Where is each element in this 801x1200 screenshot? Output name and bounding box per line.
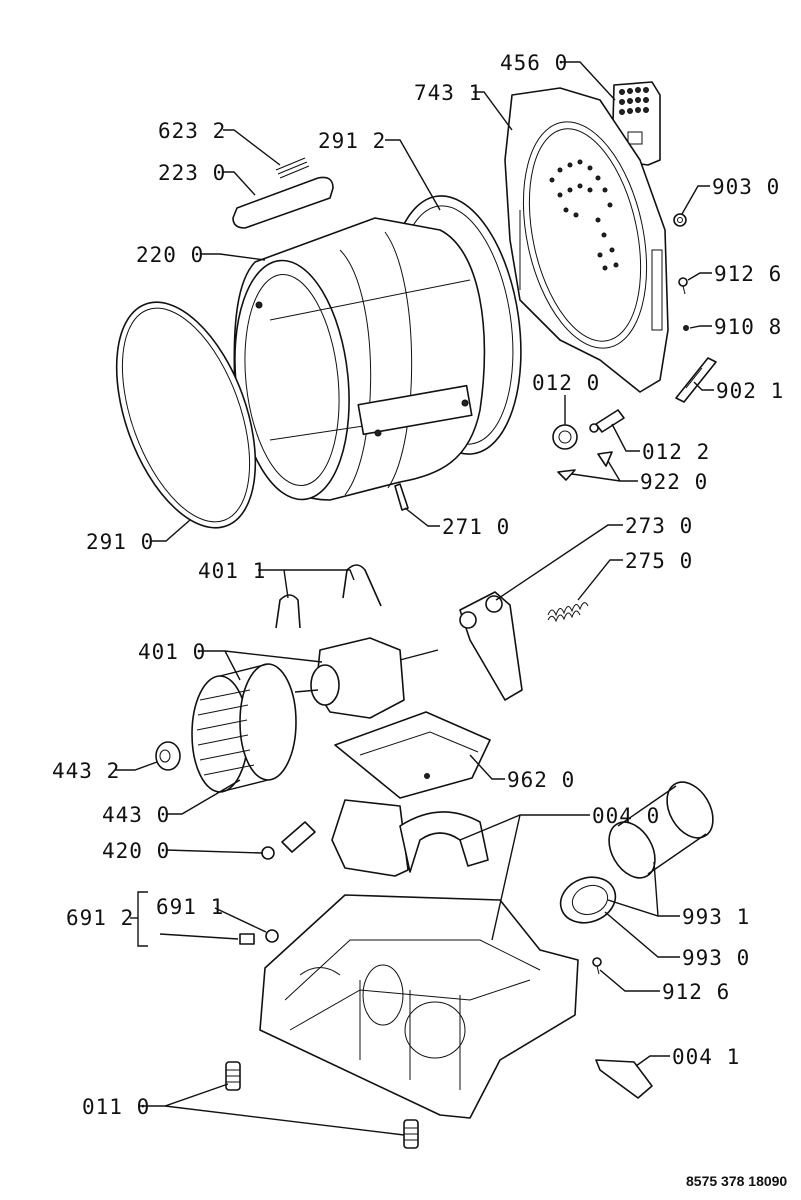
part-275-0-spring: [547, 602, 589, 623]
label-271-0: 271 0: [442, 515, 510, 539]
part-623-2-spring: [275, 157, 310, 179]
part-922-0-clips: [557, 451, 613, 481]
label-993-0: 993 0: [682, 946, 750, 970]
part-993-1-tube: [608, 781, 714, 879]
label-012-0: 012 0: [532, 371, 600, 395]
label-275-0: 275 0: [625, 549, 693, 573]
part-401-1-motor-clips: [275, 564, 382, 629]
label-912-6-a: 912 6: [714, 262, 782, 286]
part-420-0-sensor: [261, 821, 316, 860]
part-691-2-screw: [239, 933, 255, 945]
label-691-2: 691 2: [66, 906, 134, 930]
label-004-1: 004 1: [672, 1045, 740, 1069]
part-223-0-lifter: [232, 176, 334, 229]
part-220-0-drum: [233, 217, 486, 511]
label-420-0: 420 0: [102, 839, 170, 863]
label-902-1: 902 1: [716, 379, 784, 403]
part-004-0-duct: [331, 799, 489, 877]
part-962-0-shield: [334, 711, 491, 799]
label-291-2: 291 2: [318, 129, 386, 153]
part-912-6-screw-a: [678, 277, 688, 295]
part-273-0-idler-arm: [459, 591, 523, 701]
label-223-0: 223 0: [158, 161, 226, 185]
label-012-2: 012 2: [642, 440, 710, 464]
part-004-1-tray: [595, 1059, 653, 1099]
label-623-2: 623 2: [158, 119, 226, 143]
label-273-0: 273 0: [625, 514, 693, 538]
part-910-8-screw: [683, 325, 689, 331]
part-011-0-feet: [225, 1061, 419, 1149]
document-number: 8575 378 18090: [686, 1173, 787, 1189]
label-011-0: 011 0: [82, 1095, 150, 1119]
label-743-1: 743 1: [414, 81, 482, 105]
part-903-0-clip: [673, 213, 687, 227]
leader-lines: [115, 61, 714, 1136]
part-012-0-roller: [552, 424, 578, 450]
part-743-1-rear-panel: [504, 87, 669, 393]
label-993-1: 993 1: [682, 905, 750, 929]
label-910-8: 910 8: [714, 315, 782, 339]
label-456-0: 456 0: [500, 51, 568, 75]
label-922-0: 922 0: [640, 470, 708, 494]
label-291-0: 291 0: [86, 530, 154, 554]
part-993-0-ring: [559, 876, 617, 924]
part-443-0-blower-wheel: [191, 663, 297, 793]
part-labels: 456 0 743 1 623 2 291 2 223 0 903 0 220 …: [52, 51, 787, 1189]
part-base-pan: [259, 894, 579, 1119]
label-220-0: 220 0: [136, 243, 204, 267]
label-401-1: 401 1: [198, 559, 266, 583]
part-691-1-washer: [265, 929, 279, 943]
part-291-0-seal-front: [115, 301, 257, 529]
label-443-0: 443 0: [102, 803, 170, 827]
label-903-0: 903 0: [712, 175, 780, 199]
label-912-6-b: 912 6: [662, 980, 730, 1004]
part-912-6-screw-b: [592, 957, 602, 975]
label-691-1: 691 1: [156, 895, 224, 919]
part-902-1-bracket: [675, 357, 717, 403]
part-012-2-shaft: [589, 409, 625, 433]
label-962-0: 962 0: [507, 768, 575, 792]
part-401-0-motor: [294, 637, 439, 719]
label-004-0: 004 0: [592, 804, 660, 828]
label-443-2: 443 2: [52, 759, 120, 783]
label-401-0: 401 0: [138, 640, 206, 664]
part-443-2-bush: [155, 741, 181, 771]
